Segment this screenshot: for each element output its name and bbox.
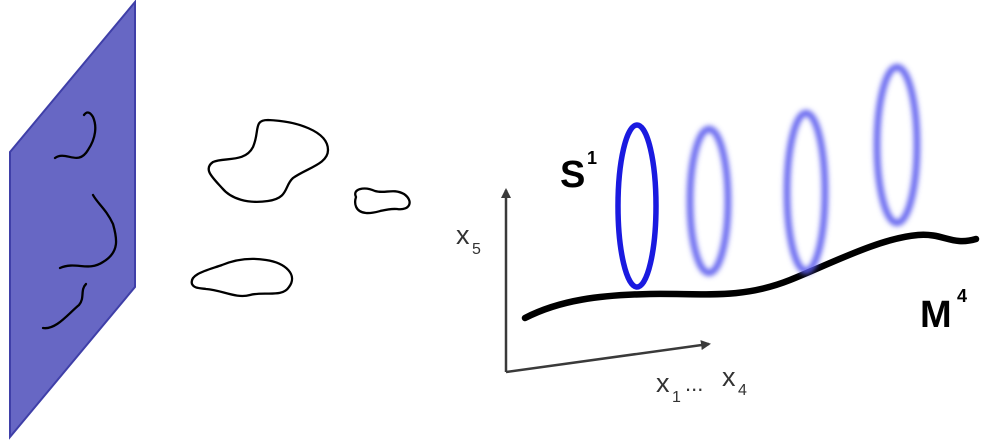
circle-s1-sharp (615, 122, 659, 290)
closed-string-2 (354, 187, 411, 215)
brane-plane (9, 0, 136, 440)
closed-string-1 (207, 118, 330, 203)
axis-horizontal (505, 340, 711, 374)
manifold-curve (521, 231, 980, 322)
closed-string-3 (190, 257, 294, 298)
open-string-3 (41, 282, 88, 330)
label-s1: S1 (560, 148, 597, 196)
open-string-2 (58, 193, 118, 270)
circle-s1-blurred (784, 110, 828, 274)
open-string-1 (53, 111, 97, 160)
circle-s1-blurred (874, 64, 920, 226)
circle-s1-blurred (687, 126, 731, 276)
